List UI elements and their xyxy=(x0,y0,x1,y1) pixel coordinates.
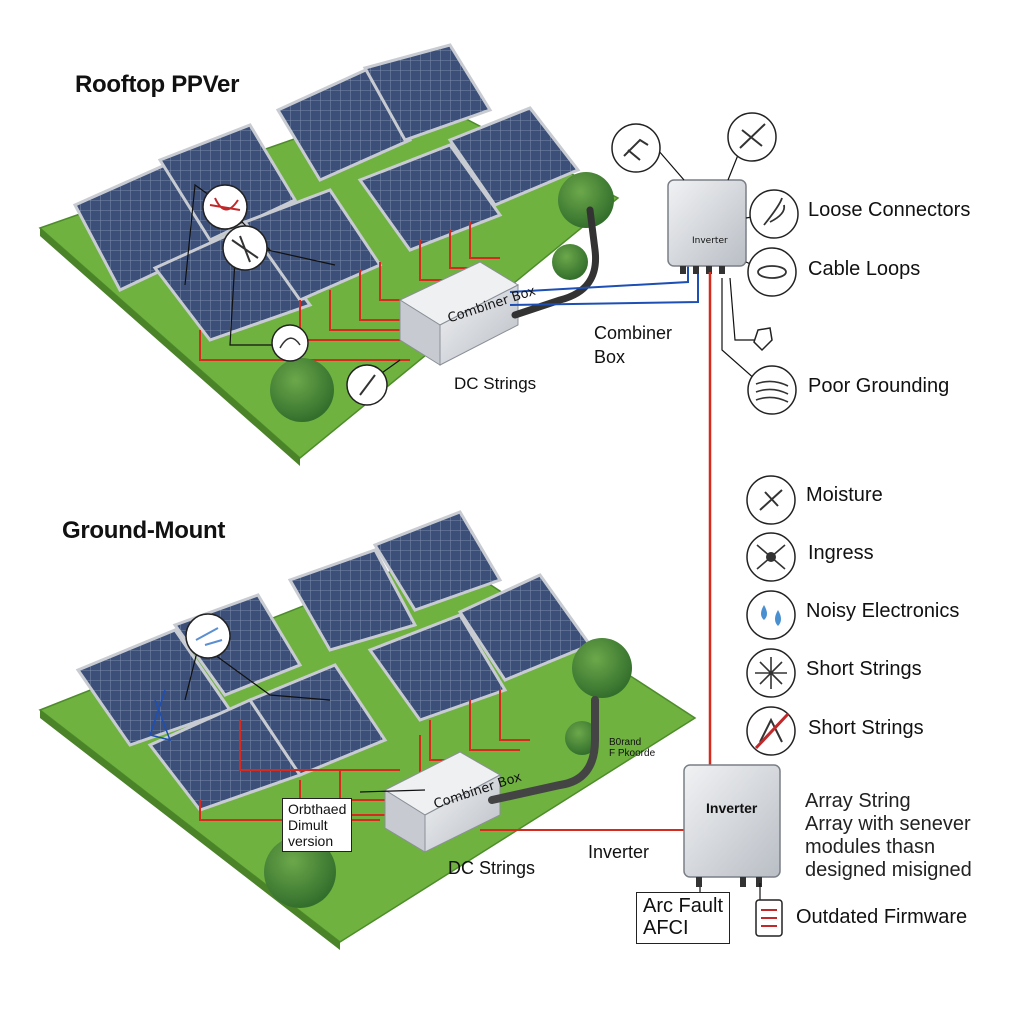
issue-label-outdated-firmware: Outdated Firmware xyxy=(796,906,968,928)
note-line2: Dimult xyxy=(288,817,328,833)
issue-label-noisy-electronics: Noisy Electronics xyxy=(806,600,960,622)
solar-panel xyxy=(157,123,298,242)
ground-section-title: Ground-Mount xyxy=(62,517,226,544)
ground-inverter xyxy=(683,764,781,887)
issue-label-loose-connectors: Loose Connectors xyxy=(808,199,971,221)
tool-fault-icon xyxy=(271,324,309,362)
array-note-line3: modules thasn xyxy=(805,836,936,858)
rooftop-panels xyxy=(72,43,581,342)
note-line3: version xyxy=(288,833,334,849)
ground-dc-strings-label: DC Strings xyxy=(448,858,536,878)
ac-line xyxy=(509,265,689,293)
tree xyxy=(264,836,336,908)
note-line1: Orbthaed xyxy=(288,801,347,817)
small-brand-label: B0rand F Pkoorde xyxy=(609,737,655,759)
ground-inverter-label: Inverter xyxy=(706,800,758,816)
solar-panel xyxy=(357,143,503,252)
tree xyxy=(558,172,614,228)
tree xyxy=(572,638,632,698)
issue-label-short-strings: Short Strings xyxy=(806,658,922,680)
rooftop-section-title: Rooftop PPVer xyxy=(75,71,240,98)
issue-label-short-strings-2: Short Strings xyxy=(808,717,924,739)
rooftop-array xyxy=(38,43,699,466)
ac-line xyxy=(509,265,699,306)
issue-label-moisture: Moisture xyxy=(806,484,883,506)
ground-array xyxy=(38,510,697,950)
array-note: Array String Array with senever modules … xyxy=(805,790,972,882)
rooftop-combiner-box xyxy=(398,261,520,366)
orbthaed-note-box: Orbthaed Dimult version xyxy=(282,798,353,852)
solar-panel xyxy=(275,66,413,182)
plug-icon xyxy=(611,123,661,173)
solar-panel xyxy=(372,510,503,612)
moisture-fault-icon xyxy=(185,613,231,659)
afci-line2: AFCI xyxy=(643,917,689,939)
solar-panel xyxy=(247,663,388,777)
array-note-line1: Array String xyxy=(805,790,911,812)
rooftop-conduit xyxy=(511,206,600,319)
array-note-line4: designed misigned xyxy=(805,859,972,881)
tree xyxy=(565,721,599,755)
issue-label-ingress: Ingress xyxy=(808,542,874,564)
solar-panel xyxy=(287,548,418,652)
ground-inverter-callout: Inverter xyxy=(588,842,650,862)
solar-panel xyxy=(367,613,508,722)
rooftop-fault-icons xyxy=(202,184,388,406)
rooftop-dc-strings-label: DC Strings xyxy=(454,374,537,393)
ground-panels xyxy=(75,510,593,812)
solar-panel xyxy=(362,43,493,142)
issue-label-cable-loops: Cable Loops xyxy=(808,258,921,280)
ground-combiner-box xyxy=(383,751,502,853)
connector-icon xyxy=(749,189,799,239)
combiner-box-callout-line2: Box xyxy=(594,347,626,367)
water-drops-icon xyxy=(746,590,796,640)
bracket-icon xyxy=(753,327,773,352)
issue-label-poor-grounding: Poor Grounding xyxy=(808,375,950,397)
cable-loop-icon xyxy=(747,247,797,297)
small-brand-label-line2: F Pkoorde xyxy=(609,748,656,759)
small-brand-label-line1: B0rand xyxy=(609,737,642,748)
rooftop-inverter-label: Inverter xyxy=(692,236,728,246)
firmware-icon xyxy=(755,899,783,937)
solar-panel xyxy=(447,106,581,207)
combiner-box-callout-line1: Combiner xyxy=(594,323,673,343)
array-note-line2: Array with senever xyxy=(805,813,971,835)
ground-conduit xyxy=(488,696,599,804)
rooftop-inverter xyxy=(667,179,747,274)
afci-box: Arc Fault AFCI xyxy=(636,892,731,944)
tree xyxy=(552,244,588,280)
afci-line1: Arc Fault xyxy=(643,895,724,917)
issue-icons xyxy=(746,189,799,937)
ground-blue-wiring xyxy=(149,689,172,742)
tree xyxy=(270,358,334,422)
